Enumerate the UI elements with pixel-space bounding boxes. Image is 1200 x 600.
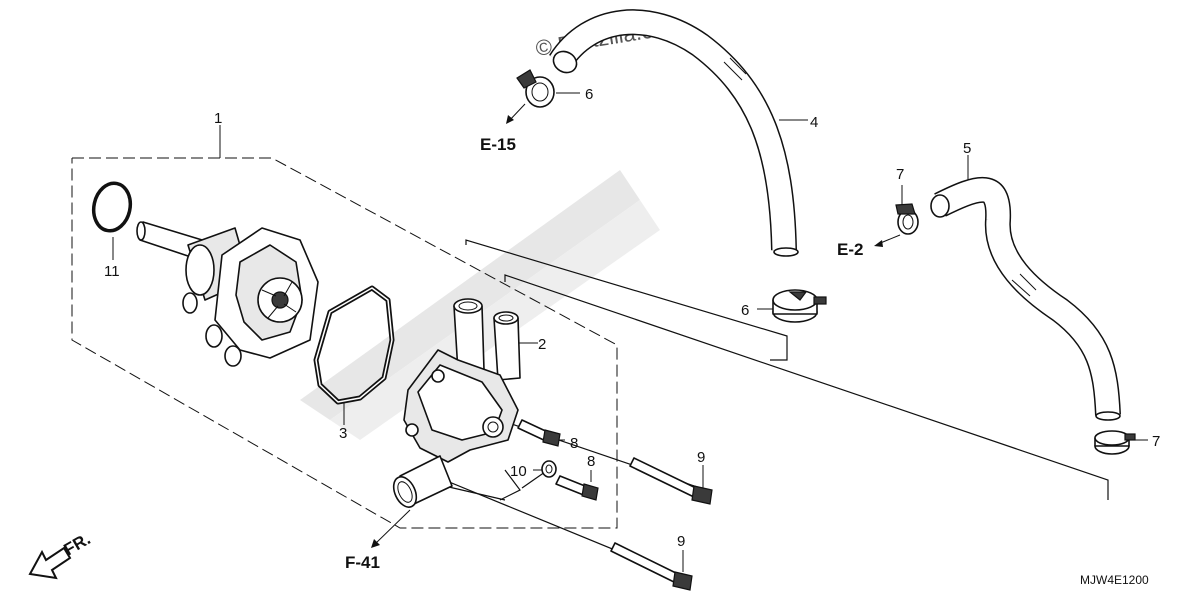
o-ring-part[interactable]: [89, 180, 134, 234]
upper-hose-part[interactable]: [549, 9, 799, 257]
short-bolt-lower[interactable]: [555, 475, 599, 501]
callout-6-lower: 6: [741, 302, 749, 319]
hose-clamp-right-lower[interactable]: [1094, 430, 1136, 455]
callout-9-upper: 9: [697, 449, 705, 466]
front-direction-arrow: FR.: [28, 529, 94, 580]
callout-10: 10: [510, 463, 527, 480]
ref-f41[interactable]: F-41: [345, 553, 380, 572]
ref-e15[interactable]: E-15: [480, 135, 516, 154]
callout-5: 5: [963, 140, 971, 157]
callout-6-upper: 6: [585, 86, 593, 103]
callout-9-lower: 9: [677, 533, 685, 550]
reference-arrows: [371, 103, 901, 548]
hose-clamp-right-upper[interactable]: [895, 203, 919, 235]
assembly-outline: [71, 125, 618, 529]
diagram-code: MJW4E1200: [1080, 573, 1149, 587]
callout-4: 4: [810, 114, 818, 131]
right-hose-part[interactable]: [930, 176, 1121, 421]
callout-2: 2: [538, 336, 546, 353]
callout-11: 11: [104, 263, 120, 280]
gasket-part[interactable]: [313, 285, 395, 405]
callout-7-lower: 7: [1152, 433, 1160, 450]
callout-1: 1: [214, 110, 222, 127]
short-bolt-upper[interactable]: [517, 419, 561, 447]
hose-clamp-lower-left[interactable]: [772, 289, 827, 323]
callout-8-lower: 8: [587, 453, 595, 470]
callout-8-upper: 8: [570, 435, 578, 452]
ref-e2[interactable]: E-2: [837, 240, 863, 259]
washer-part[interactable]: [541, 460, 557, 478]
callout-3: 3: [339, 425, 347, 442]
water-pump-part[interactable]: [136, 221, 319, 367]
long-bolt-lower[interactable]: [610, 542, 693, 591]
pump-cover-part[interactable]: [389, 298, 521, 511]
callout-7-upper: 7: [896, 166, 904, 183]
long-bolt-upper[interactable]: [629, 457, 713, 505]
hose-clamp-upper[interactable]: [516, 69, 555, 108]
